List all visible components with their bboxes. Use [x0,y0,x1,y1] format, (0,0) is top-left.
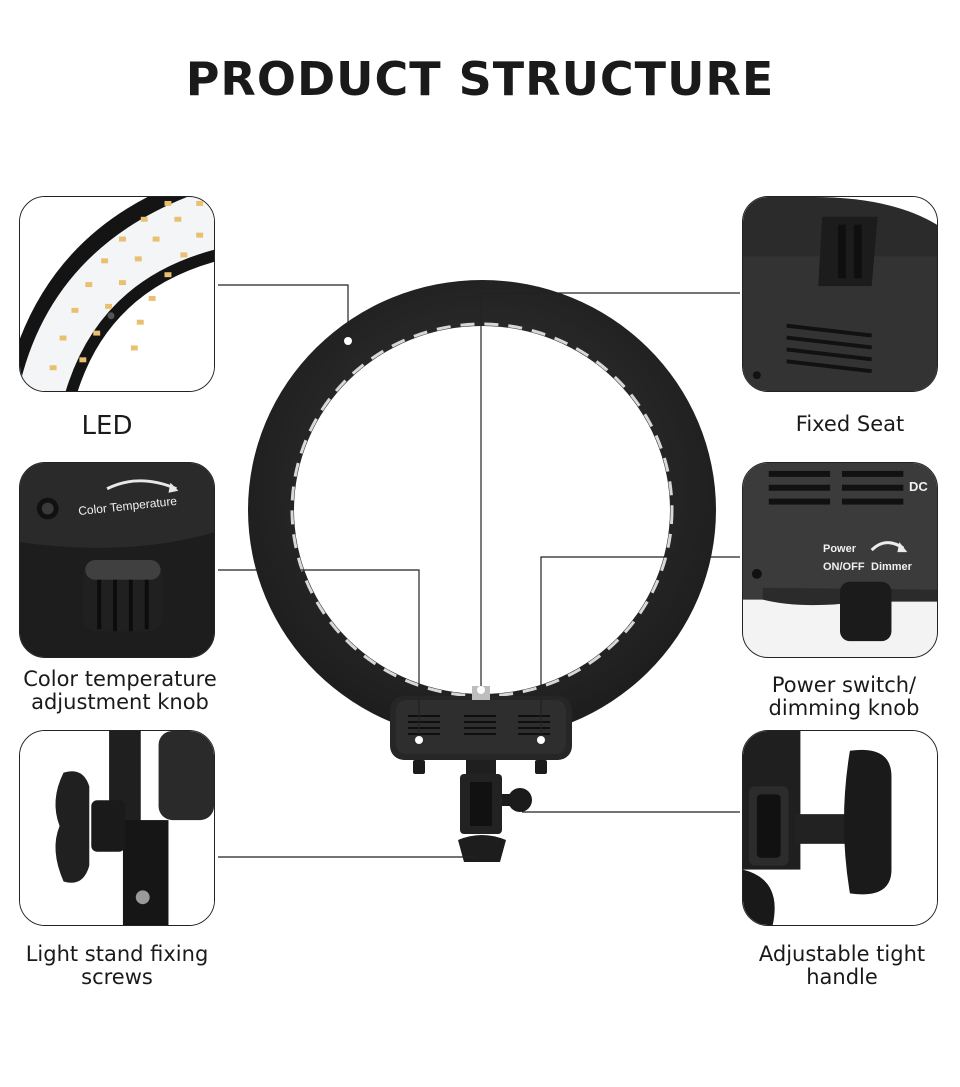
color-temp-panel: Color Temperature [19,462,215,658]
stand-screws-caption: Light stand fixing screws [5,943,229,989]
power-panel-icon [743,463,937,657]
power-panel-power: Power [823,543,857,555]
knob-closeup-icon [20,463,214,657]
fixed-seat-caption: Fixed Seat [795,412,905,436]
fixed-seat-icon [743,197,937,391]
color-temp-caption-line2: adjustment knob [31,690,209,714]
tight-handle-icon [743,731,937,925]
power-caption-line1: Power switch/ [771,673,917,697]
led-panel [19,196,215,392]
color-temp-caption-line1: Color temperature [23,667,217,691]
handle-caption: Adjustable tight handle [736,943,948,989]
stand-screws-caption-line2: screws [81,965,153,989]
led-closeup-icon [20,197,214,391]
led-caption: LED [81,411,133,441]
fixed-seat-panel [742,196,938,392]
power-panel-dc: DC [909,479,928,494]
color-temp-caption: Color temperature adjustment knob [5,668,235,714]
handle-caption-line1: Adjustable tight [758,942,926,966]
power-panel-dimmer: Dimmer [871,561,912,573]
power-caption-line2: dimming knob [768,696,920,720]
power-panel-onoff: ON/OFF [823,561,865,573]
handle-panel [742,730,938,926]
power-panel: DC Power ON/OFF Dimmer [742,462,938,658]
handle-caption-line2: handle [806,965,878,989]
stand-screws-caption-line1: Light stand fixing [25,942,209,966]
page-title: PRODUCT STRUCTURE [185,52,775,106]
power-caption: Power switch/ dimming knob [736,674,952,720]
stand-screws-panel [19,730,215,926]
stand-screw-icon [20,731,214,925]
